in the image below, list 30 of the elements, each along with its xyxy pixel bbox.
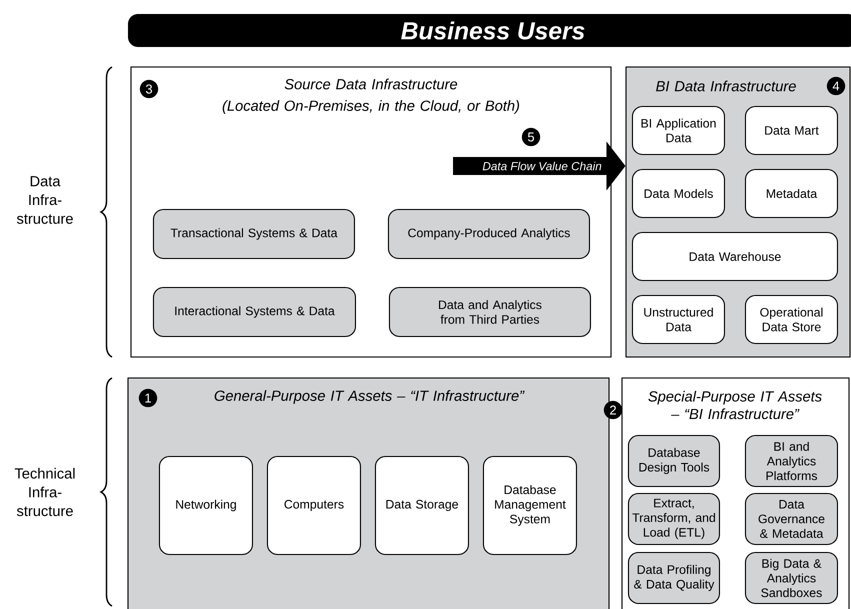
- process-box: Company-Produced Analytics: [388, 208, 590, 259]
- process-box: Interactional Systems & Data: [152, 286, 356, 337]
- process-box: Data Governance & Metadata: [744, 492, 838, 545]
- process-box: Unstructured Data: [632, 294, 725, 344]
- title-banner: Business Users: [128, 14, 851, 47]
- process-box: Data Models: [632, 168, 725, 218]
- process-box: Metadata: [744, 168, 838, 218]
- callout-number: 3: [140, 80, 158, 98]
- callout-number: 1: [138, 388, 158, 408]
- callout-number: 5: [522, 128, 540, 146]
- process-box: Networking: [158, 456, 253, 555]
- process-box: Database Management System: [482, 456, 577, 555]
- callout-number: 4: [826, 76, 846, 96]
- process-box: Extract, Transform, and Load (ETL): [628, 492, 720, 545]
- process-box: Data Warehouse: [632, 232, 838, 281]
- callout-number: 2: [604, 400, 622, 420]
- process-box: Data and Analytics from Third Parties: [388, 286, 591, 337]
- process-box: BI Application Data: [632, 106, 725, 155]
- process-box: Big Data & Analytics Sandboxes: [744, 552, 838, 604]
- process-box: Operational Data Store: [744, 294, 838, 344]
- edge-label: Data Flow Value Chain: [482, 162, 602, 170]
- process-box: BI and Analytics Platforms: [744, 434, 838, 487]
- side-label: Data Infra-structure: [16, 176, 73, 224]
- side-label: Technical Infra-structure: [14, 468, 75, 516]
- process-box: Data Mart: [744, 106, 838, 155]
- process-box: Data Storage: [374, 456, 469, 555]
- process-box: Transactional Systems & Data: [152, 208, 355, 259]
- process-box: Database Design Tools: [628, 434, 720, 487]
- process-box: Computers: [266, 456, 361, 555]
- process-box: Data Profiling & Data Quality: [628, 552, 720, 604]
